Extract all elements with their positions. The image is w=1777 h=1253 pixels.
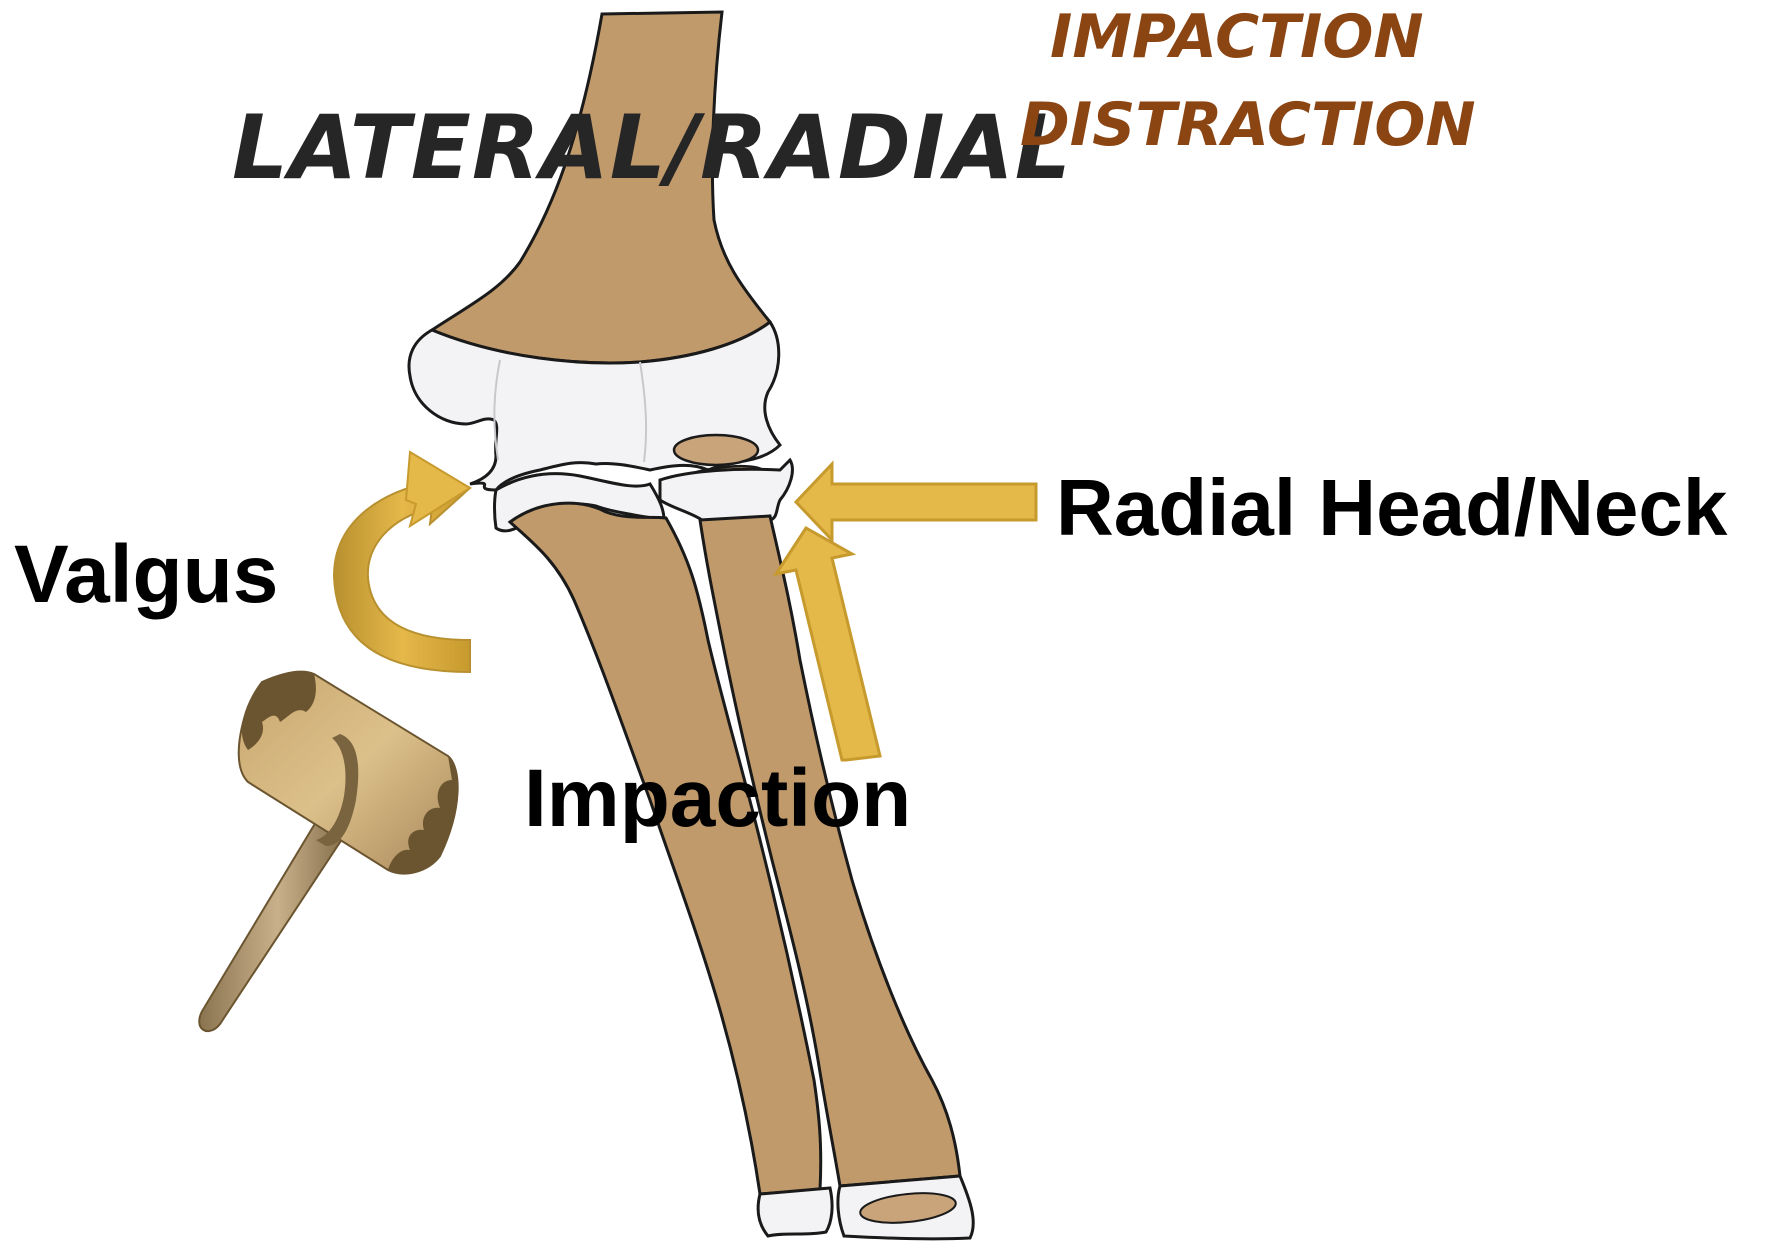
straight-arrow-icon — [796, 464, 1036, 540]
mallet-icon — [199, 672, 457, 1032]
curved-arrow-icon — [334, 452, 470, 672]
capitellum-ossification — [674, 435, 758, 465]
radius-proximal-cartilage — [660, 460, 792, 520]
mechanism-distraction-title: DISTRACTION — [1020, 90, 1476, 160]
mechanism-impaction-title: IMPACTION — [1050, 2, 1424, 72]
ulna-distal-cartilage — [758, 1188, 832, 1236]
fracture-site-label: Radial Head/Neck — [1056, 462, 1727, 554]
impaction-label: Impaction — [524, 752, 911, 846]
region-title: LATERAL/RADIAL — [232, 96, 1072, 199]
valgus-label: Valgus — [14, 528, 278, 622]
